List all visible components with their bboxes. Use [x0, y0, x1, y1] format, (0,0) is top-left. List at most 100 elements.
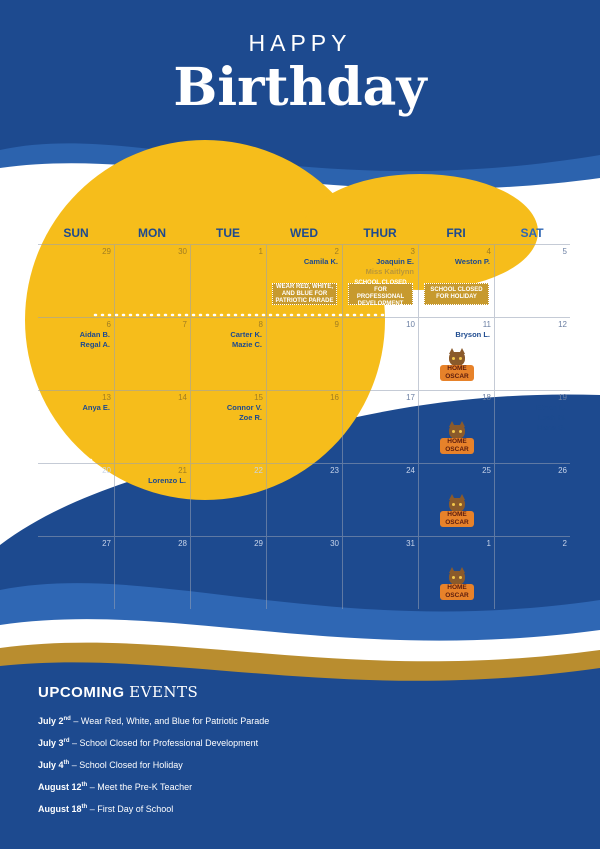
event-description: – First Day of School — [87, 804, 174, 814]
logo-text-line: OSCAR — [445, 372, 469, 380]
day-number: 1 — [258, 247, 263, 256]
calendar-day: 24 — [342, 463, 418, 536]
event-date-text: July 4 — [38, 760, 64, 770]
day-number: 9 — [334, 320, 339, 329]
birthday-names: Anya E. — [82, 403, 110, 413]
calendar-day: 20 — [38, 463, 114, 536]
calendar-day: 28 — [114, 536, 190, 609]
birthday-names: Connor V.Zoe R. — [227, 403, 262, 423]
events-heading-events: EVENTS — [129, 683, 199, 701]
event-banner: WEAR RED, WHITE, AND BLUE FOR PATRIOTIC … — [272, 283, 337, 305]
upcoming-events: UPCOMING EVENTS July 2nd – Wear Red, Whi… — [38, 683, 269, 819]
birthday-name: Ethan L. — [536, 403, 566, 412]
birthday-name: Bryson L. — [455, 330, 490, 339]
event-date-suffix: th — [81, 782, 88, 788]
birthday-name: Lorenzo L. — [148, 476, 186, 485]
logo-text-line: OSCAR — [445, 518, 469, 526]
calendar-day: 5 — [494, 244, 570, 317]
day-header: MON — [138, 226, 166, 240]
day-number: 7 — [182, 320, 187, 329]
birthday-name: Zoe R. — [239, 413, 262, 422]
day-number: 2 — [334, 247, 339, 256]
calendar-day: 12 — [494, 317, 570, 390]
day-number: 4 — [486, 247, 491, 256]
event-date: August 12th — [38, 782, 87, 792]
calendar-day: 14 — [114, 390, 190, 463]
event-date: July 3rd — [38, 738, 70, 748]
event-date-text: July 2 — [38, 716, 64, 726]
birthday-name: Regal A. — [80, 340, 110, 349]
event-banner: SCHOOL CLOSED FOR HOLIDAY — [424, 283, 489, 305]
event-description: – Wear Red, White, and Blue for Patrioti… — [70, 716, 270, 726]
events-heading-upcoming: UPCOMING — [38, 684, 125, 701]
day-number: 23 — [330, 466, 339, 475]
events-list: July 2nd – Wear Red, White, and Blue for… — [38, 709, 269, 819]
logo-text-line: HOME — [447, 438, 467, 445]
day-header: SAT — [520, 226, 544, 240]
event-item: August 18th – First Day of School — [38, 797, 269, 819]
day-number: 25 — [482, 466, 491, 475]
birthday-name: Mazie C. — [231, 340, 262, 349]
day-number: 30 — [330, 539, 339, 548]
birthday-names: Joaquin E.Miss Kaitlynn — [366, 257, 414, 277]
calendar-day: 27 — [38, 536, 114, 609]
logo-text-line: HOME — [447, 365, 467, 372]
day-number: 27 — [102, 539, 111, 548]
logo-text-line: OSCAR — [445, 591, 469, 599]
birthday-name: Joaquin E. — [376, 257, 414, 266]
logo-text-line: HOME — [447, 584, 467, 591]
calendar-day: 9 — [266, 317, 342, 390]
calendar-day: 2 — [494, 536, 570, 609]
day-number: 13 — [102, 393, 111, 402]
birthday-name: Anya E. — [82, 403, 110, 412]
event-date-suffix: rd — [63, 738, 70, 744]
day-number: 5 — [562, 247, 567, 256]
calendar-day: 30 — [114, 244, 190, 317]
event-date-suffix: nd — [63, 716, 71, 722]
event-date: August 18th — [38, 804, 87, 814]
event-item: July 3rd – School Closed for Professiona… — [38, 731, 269, 753]
day-number: 20 — [102, 466, 111, 475]
day-number: 6 — [106, 320, 111, 329]
day-header: THUR — [363, 226, 397, 240]
day-number: 15 — [254, 393, 263, 402]
event-date-text: August 12 — [38, 782, 82, 792]
day-number: 12 — [558, 320, 567, 329]
day-number: 26 — [558, 466, 567, 475]
calendar-day: 16 — [266, 390, 342, 463]
event-description: – School Closed for Professional Develop… — [69, 738, 259, 748]
staff-birthday-name: Miss Kaitlynn — [365, 267, 414, 276]
birthday-names: Camila K. — [304, 257, 338, 267]
calendar-day: 31 — [342, 536, 418, 609]
day-number: 31 — [406, 539, 415, 548]
birthday-names: Weston P. — [455, 257, 490, 267]
event-item: August 12th – Meet the Pre-K Teacher — [38, 775, 269, 797]
event-date-suffix: th — [63, 760, 70, 766]
day-number: 30 — [178, 247, 187, 256]
birthday-name: Carter K. — [230, 330, 262, 339]
event-description: – School Closed for Holiday — [69, 760, 183, 770]
calendar-day: 23 — [266, 463, 342, 536]
day-number: 21 — [178, 466, 187, 475]
event-date-text: July 3 — [38, 738, 64, 748]
event-date-text: August 18 — [38, 804, 82, 814]
birthday-name: Aidan B. — [79, 330, 110, 339]
day-number: 18 — [482, 393, 491, 402]
birthday-names: Aidan B.Regal A. — [80, 330, 110, 350]
page-header: HAPPY Birthday — [0, 30, 600, 117]
day-header: SUN — [63, 226, 89, 240]
birthday-names: Lorenzo L. — [148, 476, 186, 486]
